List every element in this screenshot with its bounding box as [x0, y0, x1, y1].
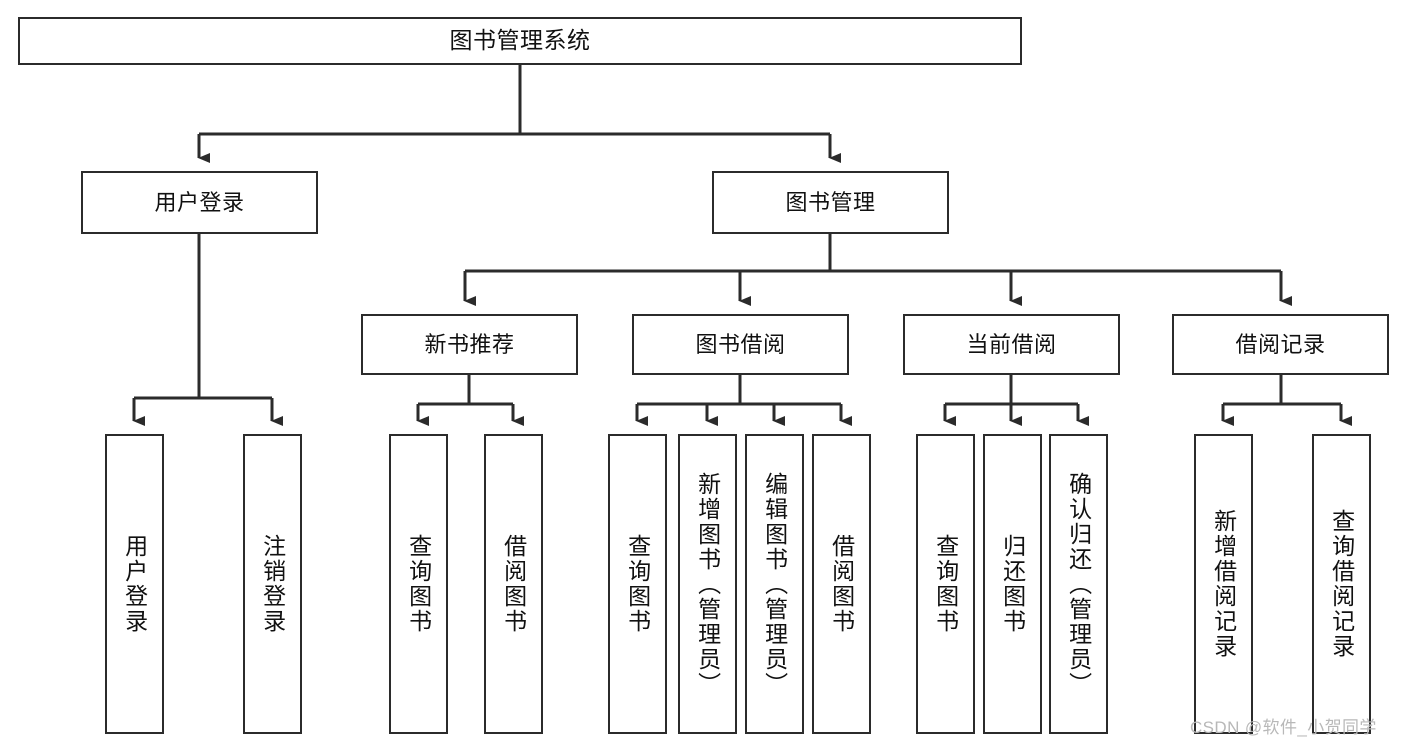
node-label: 图书借阅: [695, 331, 786, 357]
node-new-book-recommend[interactable]: 新书推荐: [361, 314, 578, 375]
node-label: 图书管理: [785, 189, 876, 215]
node-label: 图书管理系统: [449, 27, 591, 54]
leaf-add-borrow-record[interactable]: 新增借阅记录: [1194, 434, 1253, 734]
node-label: 查询图书: [932, 534, 959, 634]
node-book-borrow[interactable]: 图书借阅: [632, 314, 849, 375]
leaf-edit-book-admin[interactable]: 编辑图书（管理员）: [745, 434, 804, 734]
node-label: 查询借阅记录: [1328, 509, 1355, 659]
node-label: 新增图书（管理员）: [694, 471, 721, 697]
node-label: 编辑图书（管理员）: [761, 471, 788, 697]
leaf-query-book-current[interactable]: 查询图书: [916, 434, 975, 734]
leaf-query-borrow-record[interactable]: 查询借阅记录: [1312, 434, 1371, 734]
node-label: 归还图书: [999, 534, 1026, 634]
node-label: 查询图书: [405, 534, 432, 634]
node-label: 确认归还（管理员）: [1065, 471, 1092, 697]
node-label: 新书推荐: [424, 331, 515, 357]
leaf-query-book-borrow[interactable]: 查询图书: [608, 434, 667, 734]
leaf-return-book[interactable]: 归还图书: [983, 434, 1042, 734]
node-label: 新增借阅记录: [1210, 509, 1237, 659]
leaf-user-login[interactable]: 用户登录: [105, 434, 164, 734]
node-label: 借阅图书: [828, 534, 855, 634]
node-label: 用户登录: [121, 534, 148, 634]
leaf-add-book-admin[interactable]: 新增图书（管理员）: [678, 434, 737, 734]
node-label: 注销登录: [259, 534, 286, 634]
node-label: 查询图书: [624, 534, 651, 634]
leaf-logout[interactable]: 注销登录: [243, 434, 302, 734]
node-book-management[interactable]: 图书管理: [712, 171, 949, 234]
node-user-login[interactable]: 用户登录: [81, 171, 318, 234]
leaf-query-book-recommend[interactable]: 查询图书: [389, 434, 448, 734]
leaf-borrow-book[interactable]: 借阅图书: [812, 434, 871, 734]
leaf-borrow-book-recommend[interactable]: 借阅图书: [484, 434, 543, 734]
leaf-confirm-return-admin[interactable]: 确认归还（管理员）: [1049, 434, 1108, 734]
node-label: 借阅图书: [500, 534, 527, 634]
node-borrow-records[interactable]: 借阅记录: [1172, 314, 1389, 375]
node-label: 借阅记录: [1235, 331, 1326, 357]
node-current-borrow[interactable]: 当前借阅: [903, 314, 1120, 375]
node-label: 用户登录: [154, 189, 245, 215]
node-label: 当前借阅: [966, 331, 1057, 357]
node-root-system[interactable]: 图书管理系统: [18, 17, 1022, 65]
